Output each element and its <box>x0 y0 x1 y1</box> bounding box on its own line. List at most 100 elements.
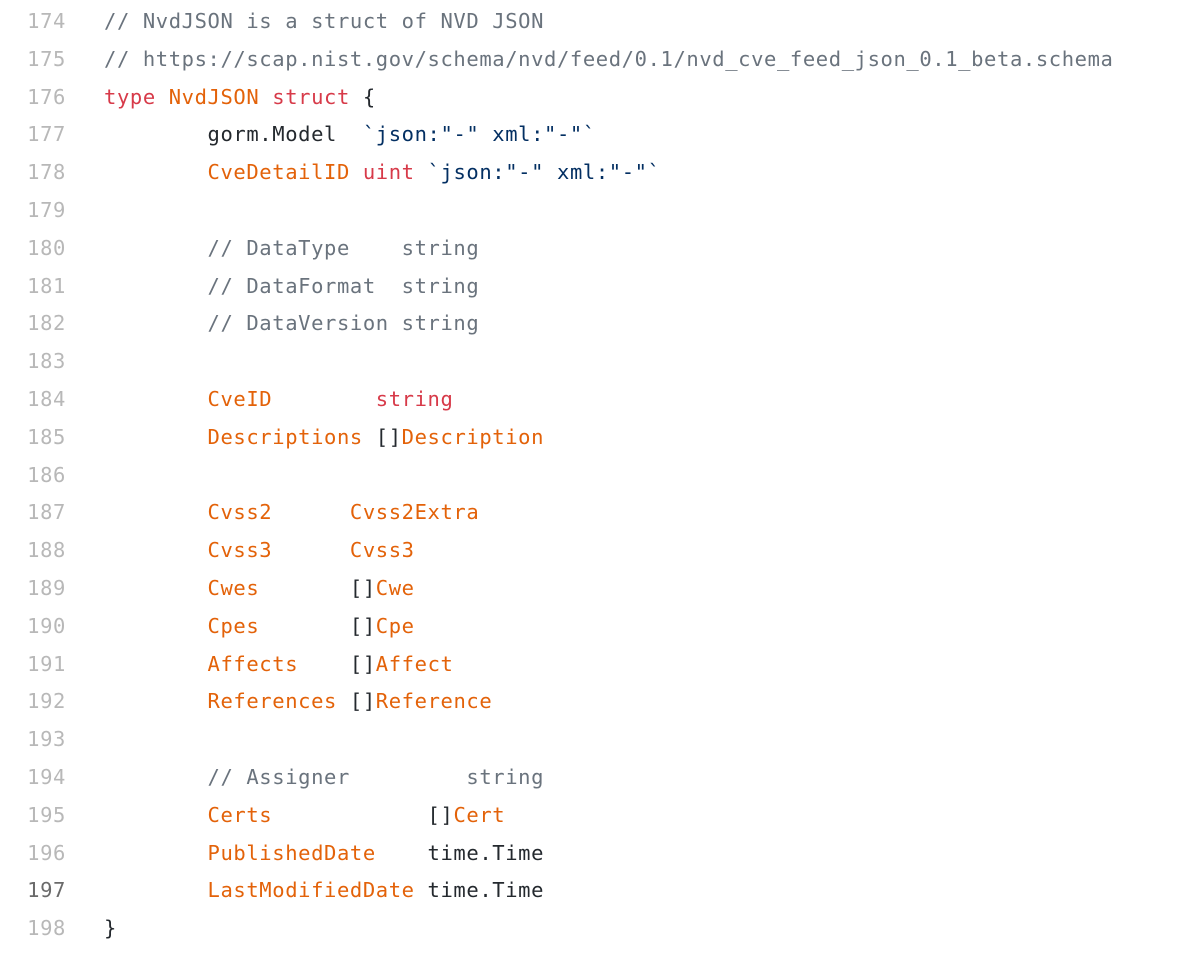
code-line: 177 gorm.Model `json:"-" xml:"-"` <box>0 116 1200 154</box>
code-line: 181 // DataFormat string <box>0 268 1200 306</box>
code-token: // https://scap.nist.gov/schema/nvd/feed… <box>104 46 1114 71</box>
code-token: time.Time <box>414 840 545 865</box>
line-content: // DataType string <box>66 230 479 268</box>
line-number[interactable]: 186 <box>27 462 66 487</box>
line-number[interactable]: 174 <box>27 9 66 33</box>
code-token: // Assigner string <box>104 764 545 789</box>
code-token: CveID <box>104 386 363 411</box>
code-line: 174 // NvdJSON is a struct of NVD JSON <box>0 3 1200 41</box>
code-line: 185 Descriptions []Description <box>0 419 1200 457</box>
line-number[interactable]: 197 <box>27 878 66 903</box>
line-content: gorm.Model `json:"-" xml:"-"` <box>66 116 596 154</box>
line-content: // DataVersion string <box>66 305 479 343</box>
line-number[interactable]: 191 <box>27 651 66 676</box>
code-token: [] <box>362 424 402 449</box>
line-content: Affects []Affect <box>66 646 453 684</box>
line-number[interactable]: 176 <box>27 84 66 109</box>
line-number[interactable]: 177 <box>27 122 66 147</box>
code-line: 180 // DataType string <box>0 230 1200 268</box>
line-number[interactable]: 179 <box>27 197 66 222</box>
line-number[interactable]: 178 <box>27 160 66 185</box>
code-token: [] <box>336 613 376 638</box>
line-number[interactable]: 189 <box>27 575 66 600</box>
code-token: // DataFormat string <box>104 273 480 298</box>
line-content: // DataFormat string <box>66 268 479 306</box>
code-token: References <box>104 689 337 714</box>
code-line: 196 PublishedDate time.Time <box>0 835 1200 873</box>
line-content: LastModifiedDate time.Time <box>66 872 544 910</box>
code-line: 182 // DataVersion string <box>0 305 1200 343</box>
code-token <box>415 160 428 184</box>
line-number[interactable]: 195 <box>27 802 66 827</box>
code-token: // DataVersion string <box>104 311 480 336</box>
code-line: 183 <box>0 343 1200 381</box>
code-token: { <box>349 84 376 109</box>
code-token: Affects <box>104 651 337 676</box>
code-token: NvdJSON <box>168 84 260 109</box>
line-content <box>66 343 104 381</box>
code-token: Cert <box>453 802 506 827</box>
code-line: 195 Certs []Cert <box>0 797 1200 835</box>
line-content: type NvdJSON struct { <box>66 79 376 117</box>
code-line: 192 References []Reference <box>0 683 1200 721</box>
line-content: Cvss3 Cvss3 <box>66 532 415 570</box>
line-content: // Assigner string <box>66 759 544 797</box>
code-token: PublishedDate <box>104 840 415 865</box>
code-token: } <box>104 916 117 941</box>
code-token: Affect <box>375 651 454 676</box>
code-token: gorm.Model <box>104 122 363 147</box>
code-token: `json:"-" xml:"-"` <box>427 160 661 185</box>
code-line: 178 CveDetailID uint `json:"-" xml:"-"` <box>0 154 1200 192</box>
line-content: Cwes []Cwe <box>66 570 415 608</box>
code-token: // NvdJSON is a struct of NVD JSON <box>104 9 545 33</box>
code-token: Descriptions <box>104 424 363 449</box>
line-number[interactable]: 187 <box>27 500 66 525</box>
line-number[interactable]: 193 <box>27 727 66 752</box>
code-token: // DataType string <box>104 235 480 260</box>
code-token: [] <box>336 651 376 676</box>
code-token: Cwes <box>104 575 337 600</box>
line-number[interactable]: 188 <box>27 538 66 563</box>
code-token: CveDetailID <box>104 160 350 185</box>
code-token: [] <box>414 802 454 827</box>
line-content: } <box>66 910 117 948</box>
line-number[interactable]: 192 <box>27 689 66 714</box>
line-number[interactable]: 198 <box>27 916 66 941</box>
line-content: Certs []Cert <box>66 797 505 835</box>
code-token: struct <box>259 84 350 109</box>
code-token: [] <box>336 689 376 714</box>
code-token: LastModifiedDate <box>104 878 415 903</box>
code-line: 187 Cvss2 Cvss2Extra <box>0 494 1200 532</box>
code-token: type <box>104 84 169 109</box>
line-content: References []Reference <box>66 683 492 721</box>
code-token: Cvss2 Cvss2Extra <box>104 500 480 525</box>
code-token: Cpes <box>104 613 337 638</box>
code-token: time.Time <box>414 878 545 903</box>
code-token: Cpe <box>375 613 415 638</box>
line-content: // https://scap.nist.gov/schema/nvd/feed… <box>66 41 1113 79</box>
line-content: CveDetailID uint `json:"-" xml:"-"` <box>66 154 661 192</box>
code-token: uint <box>349 160 415 185</box>
line-number[interactable]: 175 <box>27 46 66 71</box>
code-line: 179 <box>0 192 1200 230</box>
line-number[interactable]: 183 <box>27 349 66 374</box>
line-number[interactable]: 185 <box>27 424 66 449</box>
code-token: string <box>362 386 454 411</box>
line-content: PublishedDate time.Time <box>66 835 544 873</box>
line-number[interactable]: 196 <box>27 840 66 865</box>
code-line: 186 <box>0 457 1200 495</box>
line-content: Cvss2 Cvss2Extra <box>66 494 479 532</box>
line-number[interactable]: 184 <box>27 386 66 411</box>
code-line: 191 Affects []Affect <box>0 646 1200 684</box>
line-number[interactable]: 194 <box>27 764 66 789</box>
line-content <box>66 721 104 759</box>
line-content <box>66 457 104 495</box>
line-number[interactable]: 180 <box>27 235 66 260</box>
line-number[interactable]: 190 <box>27 613 66 638</box>
code-line: 190 Cpes []Cpe <box>0 608 1200 646</box>
line-number[interactable]: 182 <box>27 311 66 336</box>
code-line: 197 LastModifiedDate time.Time <box>0 872 1200 910</box>
line-number[interactable]: 181 <box>27 273 66 298</box>
